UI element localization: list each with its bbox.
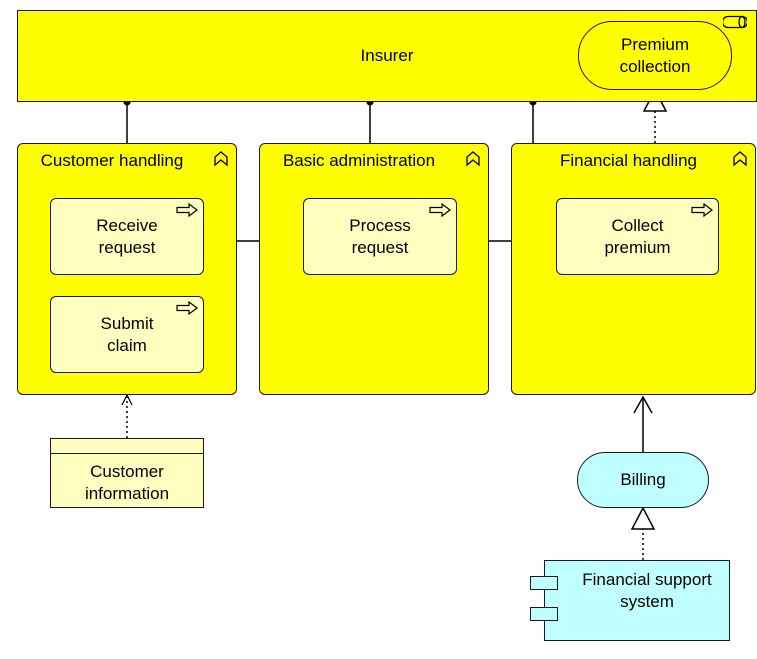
customer-information-node[interactable]: Customer information [50,438,204,508]
premium-collection-label: Premium collection [619,35,691,76]
financial-support-system-label: Financial support system [582,570,712,611]
insurer-label: Insurer [360,46,414,65]
component-tab-bottom [530,607,558,621]
role-icon [723,15,747,29]
billing-node[interactable]: Billing [577,452,709,508]
collect-premium-label: Collect premium [604,216,671,257]
customer-information-label: Customer information [84,462,170,503]
billing-label: Billing [620,470,666,489]
premium-collection-node[interactable]: Premium collection [578,21,732,90]
financial-support-system-node[interactable]: Financial support system [544,560,730,641]
process-request-label: Process request [349,216,411,257]
assignment-insurer-customer-handling [123,98,131,143]
customer-handling-label: Customer handling [40,151,184,170]
function-icon [733,151,747,167]
component-tab-top [530,576,558,590]
function-icon [466,151,480,167]
assignment-insurer-basic-administration [366,98,374,143]
realization-fss-to-billing [630,506,656,560]
process-request-node[interactable]: Process request [303,198,457,275]
process-arrow-icon [691,203,713,217]
submit-claim-node[interactable]: Submit claim [50,296,204,373]
receive-request-label: Receive request [96,216,158,257]
basic-administration-label: Basic administration [282,151,436,170]
access-customer-information [121,393,133,438]
collect-premium-node[interactable]: Collect premium [556,198,719,275]
serving-billing-to-financial-handling [633,395,653,452]
process-arrow-icon [429,203,451,217]
process-arrow-icon [176,203,198,217]
assignment-insurer-financial-handling [529,98,537,143]
receive-request-node[interactable]: Receive request [50,198,204,275]
function-icon [214,151,228,167]
business-object-header [51,439,203,454]
process-arrow-icon [176,301,198,315]
financial-handling-label: Financial handling [559,151,698,170]
submit-claim-label: Submit claim [100,314,154,355]
